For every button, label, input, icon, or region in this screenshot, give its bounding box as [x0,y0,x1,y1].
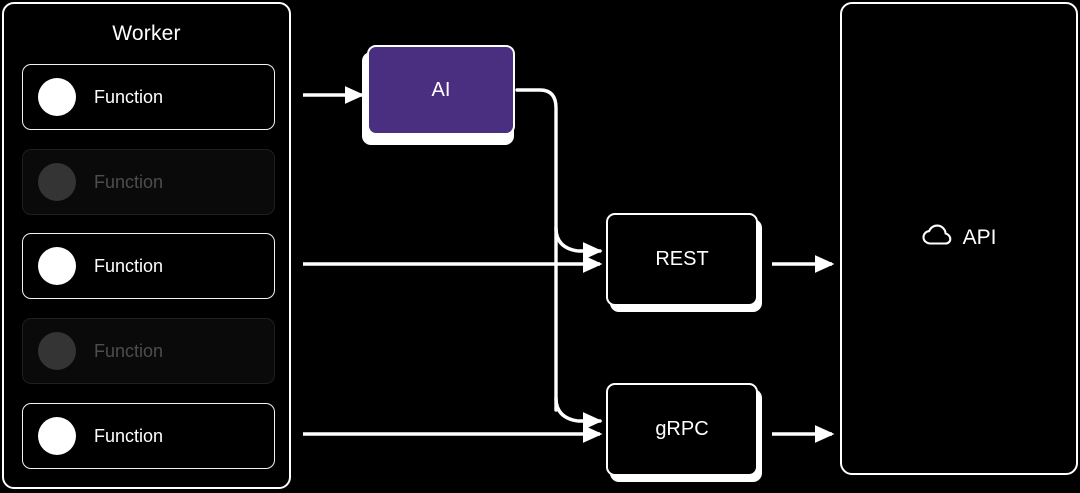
ai-node[interactable]: AI [367,45,515,135]
function-row-5[interactable]: Function [22,403,275,469]
function-row-1[interactable]: Function [22,64,275,130]
function-row-3[interactable]: Function [22,233,275,299]
wire-ai-to-rest [554,226,603,260]
function-row-2[interactable]: Function [22,149,275,215]
wire-ai-to-grpc [554,396,603,430]
worker-panel: Worker Function Function Function Functi… [2,2,291,489]
worker-title: Worker [112,22,181,45]
ai-node-label: AI [431,78,451,101]
function-status-dot [38,247,76,285]
cloud-icon [922,224,952,251]
wire-ai-trunk [515,88,558,412]
function-row-label: Function [94,425,164,446]
function-row-label: Function [94,255,164,276]
grpc-node-label: gRPC [655,418,709,440]
api-label: API [962,225,997,249]
function-row-label: Function [94,340,164,361]
api-panel: API [840,2,1078,475]
rest-node-label: REST [655,248,709,270]
function-row-label: Function [94,86,164,107]
function-row-4[interactable]: Function [22,318,275,384]
rest-node[interactable]: REST [606,213,758,306]
function-status-dot [38,417,76,455]
function-row-label: Function [94,171,164,192]
function-status-dot [38,78,76,116]
function-status-dot [38,163,76,201]
grpc-node[interactable]: gRPC [606,383,758,476]
function-status-dot [38,332,76,370]
